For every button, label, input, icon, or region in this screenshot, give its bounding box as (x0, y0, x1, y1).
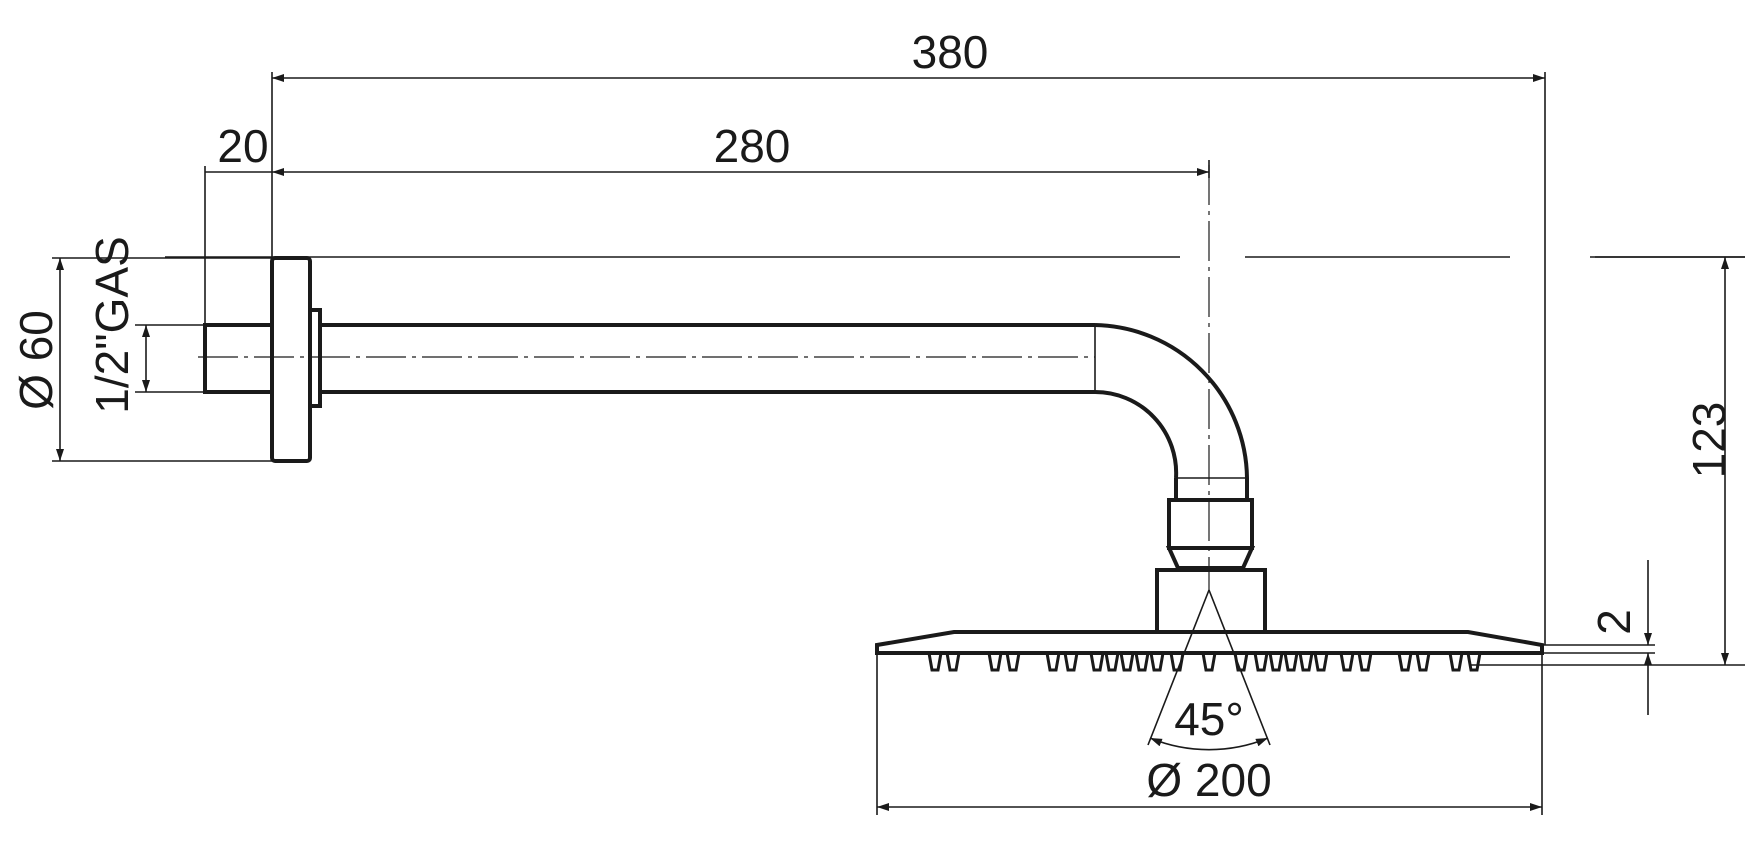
nozzle (1045, 652, 1061, 672)
flange-depth-label: 20 (217, 120, 268, 172)
head-thickness-label: 2 (1588, 609, 1640, 635)
nozzle (1339, 652, 1355, 672)
dim-flange-diameter: Ø 60 (10, 257, 272, 462)
spray-angle: 45° (1147, 589, 1271, 751)
nozzle (1415, 652, 1431, 672)
wall-flange (203, 256, 322, 463)
nozzle (1253, 652, 1269, 672)
dim-height: 123 (1470, 256, 1745, 666)
nozzle (1268, 652, 1284, 672)
nozzle (1201, 652, 1217, 672)
nozzle (1063, 652, 1079, 672)
total-length-label: 380 (912, 26, 989, 78)
nozzle (1119, 652, 1135, 672)
nozzle (1357, 652, 1373, 672)
nozzle (1283, 652, 1299, 672)
nozzle (1104, 652, 1120, 672)
nozzle (1298, 652, 1314, 672)
nozzle (1448, 652, 1464, 672)
nozzle (945, 652, 961, 672)
nozzle-row (927, 652, 1482, 672)
nozzle (1313, 652, 1329, 672)
shower-arm (320, 323, 1249, 500)
nozzle (1466, 652, 1482, 672)
dim-head-diameter: Ø 200 (876, 653, 1543, 815)
thread-label: 1/2"GAS (86, 236, 138, 413)
shower-head (875, 630, 1544, 672)
nozzle (1149, 652, 1165, 672)
dim-head-thickness: 2 (1542, 560, 1655, 715)
flange-diameter-label: Ø 60 (10, 310, 62, 410)
arm-length-label: 280 (714, 120, 791, 172)
dim-thread: 1/2"GAS (86, 236, 205, 414)
nozzle (1397, 652, 1413, 672)
dim-flange-depth: 20 (204, 120, 272, 325)
nozzle (1089, 652, 1105, 672)
nozzle (927, 652, 943, 672)
nozzle (1134, 652, 1150, 672)
nozzle (1005, 652, 1021, 672)
head-diameter-label: Ø 200 (1146, 754, 1271, 806)
nozzle (987, 652, 1003, 672)
spray-angle-label: 45° (1174, 693, 1244, 745)
swivel-joint (1155, 498, 1267, 634)
center-lines (165, 165, 1745, 590)
height-label: 123 (1683, 402, 1735, 479)
dim-arm-length: 280 (272, 120, 1210, 178)
dim-total-length: 380 (271, 26, 1546, 645)
